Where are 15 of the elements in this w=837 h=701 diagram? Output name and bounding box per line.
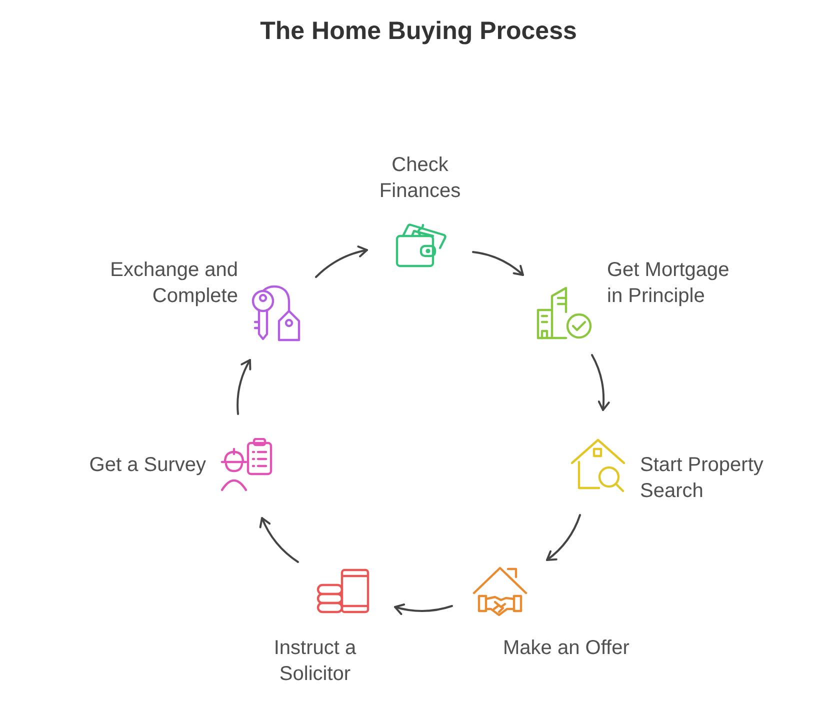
step-label: Start Property Search [640,453,764,504]
arrow [591,354,610,411]
arrow [472,251,524,276]
step-label: Check Finances [378,153,462,204]
diagram-title: The Home Buying Process [260,16,577,47]
arrow [394,603,453,615]
arrow [236,359,252,415]
step-label: Make an Offer [503,636,630,661]
step-label: Exchange and Complete [109,258,238,309]
step-label: Get a Survey [88,453,206,478]
step-label: Instruct a Solicitor [272,636,358,687]
step-label: Get Mortgage in Principle [607,258,730,309]
arrow [260,517,299,563]
arrow [315,246,368,278]
arrow [546,514,581,561]
